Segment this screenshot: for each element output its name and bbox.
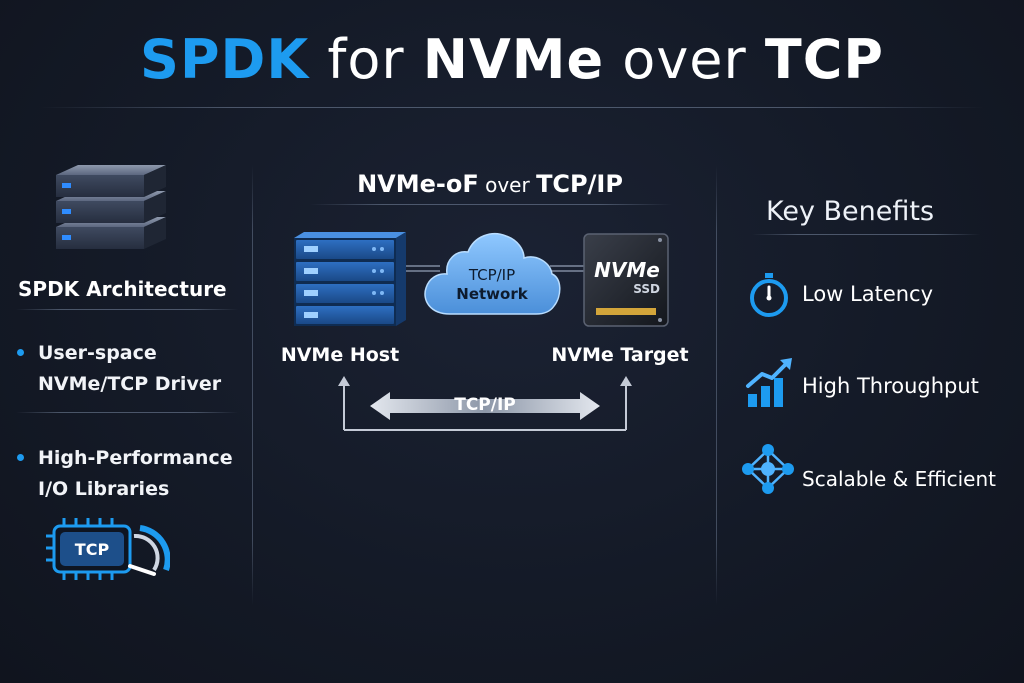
center-divider (310, 204, 672, 205)
bullet-line: NVMe/TCP Driver (38, 373, 222, 395)
right-divider (752, 234, 980, 235)
nvme-host-server-icon (294, 232, 406, 326)
center-heading: NVMe-oF over TCP/IP (300, 170, 680, 198)
left-divider-1 (16, 309, 238, 310)
spdk-architecture-heading: SPDK Architecture (18, 277, 227, 301)
benefit-low-latency: Low Latency (802, 282, 934, 306)
tcp-ip-connection-arrow: TCP/IP (334, 372, 636, 434)
title-divider (40, 107, 984, 108)
bullet-high-performance: High-Performance I/O Libraries (38, 443, 248, 505)
ssd-brand-label: NVMe (594, 258, 660, 282)
title-nvme: NVMe (422, 28, 605, 91)
arrow-label: TCP/IP (454, 395, 516, 415)
bullet-line: High-Performance (38, 447, 233, 469)
benefit-high-throughput: High Throughput (802, 374, 979, 398)
cloud-label-line: TCP/IP (468, 266, 516, 284)
nvme-target-label: NVMe Target (551, 344, 689, 366)
cloud-label-line: Network (456, 285, 528, 303)
stopwatch-icon (746, 272, 792, 318)
bullet-line: User-space (38, 342, 157, 364)
key-benefits-heading: Key Benefits (765, 196, 935, 227)
nvme-host-label: NVMe Host (280, 344, 400, 366)
page-title: SPDK for NVMe over TCP (0, 28, 1024, 91)
left-divider-2 (16, 412, 238, 413)
title-spdk: SPDK (140, 28, 310, 91)
ssd-sub-label: SSD (633, 282, 660, 296)
cloud-label: TCP/IP Network (436, 266, 548, 304)
bullet-user-space: User-space NVMe/TCP Driver (38, 338, 238, 400)
benefit-scalable-efficient: Scalable & Efficient (802, 467, 996, 491)
tcp-chip-label: TCP (74, 540, 110, 559)
bullet-dot (17, 349, 24, 356)
title-for: for (309, 28, 423, 91)
column-divider-left (252, 165, 253, 605)
center-heading-over: over (478, 173, 537, 197)
bullet-dot (17, 454, 24, 461)
center-heading-tcpip: TCP/IP (536, 170, 623, 198)
server-stack-icon (48, 165, 168, 257)
network-nodes-icon (740, 442, 796, 496)
nvme-ssd-icon: NVMe SSD (582, 232, 670, 328)
tcp-chip-icon: TCP (44, 514, 171, 586)
center-heading-nvmeof: NVMe-oF (357, 170, 479, 198)
title-over: over (604, 28, 765, 91)
growth-chart-icon (744, 356, 794, 408)
title-tcp: TCP (764, 28, 884, 91)
column-divider-right (716, 165, 717, 605)
bullet-line: I/O Libraries (38, 478, 170, 500)
tcp-ip-network-cloud: TCP/IP Network (420, 226, 562, 318)
